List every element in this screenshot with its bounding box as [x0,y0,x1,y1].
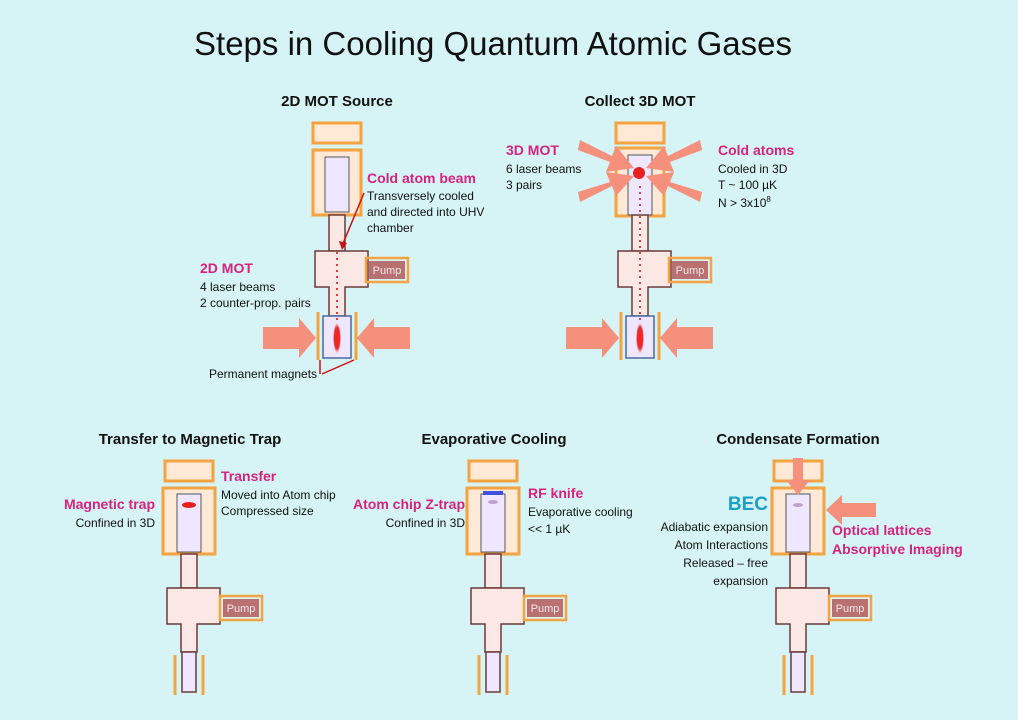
panel-title-2d-mot: 2D MOT Source [281,93,393,110]
pointer-beam [341,192,365,247]
atom-chip [483,491,503,495]
label-cold-atom-beam: Cold atom beam [367,170,476,186]
panel-condensate-formation: Condensate Formation Pump BEC Adiabatic … [661,431,963,695]
label-bec: BEC [728,494,768,515]
panel-evaporative-cooling: Evaporative Cooling Pump Atom chip Z-tra… [353,431,633,695]
note-trap-1: Confined in 3D [76,516,156,530]
label-absorptive-imaging: Absorptive Imaging [832,541,963,557]
panel-2d-mot-source: 2D MOT Source Pump Cold atom beam Transv… [200,93,484,381]
label-cold-atoms: Cold atoms [718,142,794,158]
pump-label: Pump [227,603,256,615]
note-atoms-count: N > 3x108 [718,195,771,210]
note-knife-1: Evaporative cooling [528,505,633,519]
apparatus-3d-mot [566,121,713,360]
pump-label: Pump [531,603,560,615]
label-transfer: Transfer [221,468,277,484]
panel-title-condensate: Condensate Formation [716,431,879,448]
pump-2d-mot: Pump [364,256,410,284]
pump-3d-mot: Pump [667,256,713,284]
label-2d-mot: 2D MOT [200,260,253,276]
note-bec-1: Adiabatic expansion [661,520,768,534]
note-mot-2: 2 counter-prop. pairs [200,296,311,310]
pump-condensate: Pump [827,594,873,622]
apparatus-evaporative [465,459,525,695]
laser-arrow-lower-right [646,172,702,202]
note-z-trap-1: Confined in 3D [386,516,466,530]
note-bec-4: expansion [713,574,768,588]
label-permanent-magnets: Permanent magnets [209,367,317,381]
pump-magnetic-trap: Pump [218,594,264,622]
note-atoms-1: Cooled in 3D [718,162,788,176]
note-transfer-1: Moved into Atom chip [221,488,336,502]
label-3d-mot: 3D MOT [506,142,559,158]
optical-lattice-arrow [826,495,876,525]
bec-cloud [793,503,803,507]
laser-arrow-upper-right [646,140,702,172]
label-optical-lattices: Optical lattices [832,522,932,538]
apparatus-magnetic-trap [161,459,221,695]
note-beam-1: Transversely cooled [367,189,474,203]
panel-collect-3d-mot: Collect 3D MOT Pump [506,93,794,360]
laser-arrow-right [357,318,410,358]
panel-title-3d-mot: Collect 3D MOT [585,93,696,110]
apparatus-condensate [770,458,876,695]
laser-arrow-upper-left [578,140,634,172]
pump-evaporative: Pump [522,594,568,622]
label-atom-chip-z-trap: Atom chip Z-trap [353,496,465,512]
label-magnetic-trap: Magnetic trap [64,496,155,512]
atom-cloud-trap [182,502,196,508]
note-knife-2: << 1 µK [528,522,570,536]
panel-title-evaporative: Evaporative Cooling [421,431,566,448]
atom-cloud-3d [633,167,645,179]
panel-title-magnetic-trap: Transfer to Magnetic Trap [99,431,282,448]
main-title: Steps in Cooling Quantum Atomic Gases [194,25,792,62]
label-rf-knife: RF knife [528,485,583,501]
apparatus-2d-mot [263,121,410,360]
pump-label: Pump [836,603,865,615]
note-beam-2: and directed into UHV [367,205,484,219]
note-3d-mot-1: 6 laser beams [506,162,581,176]
pump-label: Pump [373,265,402,277]
note-transfer-2: Compressed size [221,504,314,518]
laser-arrow-lower-left [578,172,634,202]
atom-cloud-evap [488,500,498,504]
note-mot-1: 4 laser beams [200,280,275,294]
note-atoms-2: T ~ 100 µK [718,178,777,192]
note-beam-3: chamber [367,221,414,235]
pump-label: Pump [676,265,705,277]
imaging-beam-down-arrow [786,458,810,495]
laser-arrow-left [263,318,316,358]
note-3d-mot-2: 3 pairs [506,178,542,192]
note-bec-3: Released – free [683,556,768,570]
atom-cloud-2d [333,323,341,353]
note-bec-2: Atom Interactions [675,538,768,552]
panel-magnetic-trap: Transfer to Magnetic Trap Pump Magnetic … [64,431,336,695]
